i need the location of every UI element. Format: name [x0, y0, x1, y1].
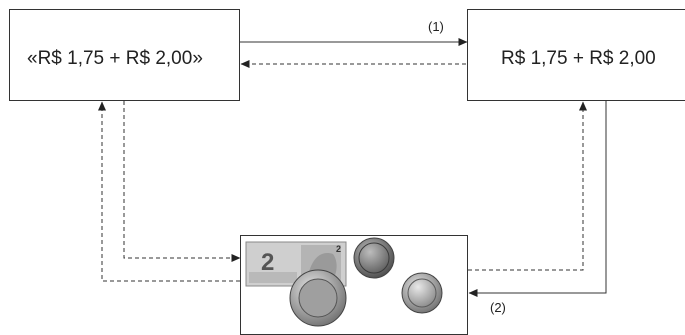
- quoted-expression-text: «R$ 1,75 + R$ 2,00»: [27, 48, 203, 69]
- money-box: 2 2: [240, 235, 468, 335]
- coin-50: [353, 237, 395, 279]
- arrows-layer: [98, 38, 607, 297]
- coin-25: [401, 272, 443, 314]
- quoted-expression-box: «R$ 1,75 + R$ 2,00»: [9, 9, 240, 101]
- expression-text: R$ 1,75 + R$ 2,00: [501, 48, 656, 69]
- arrow-2-solid: [468, 101, 607, 297]
- arrow-1-label: (1): [428, 19, 444, 34]
- arrow-dashed-money-to-right: [468, 101, 587, 271]
- arrow-dashed-money-to-left: [98, 101, 240, 282]
- diagram: «R$ 1,75 + R$ 2,00» R$ 1,75 + R$ 2,00: [9, 9, 685, 335]
- arrow-2-label: (2): [490, 300, 506, 315]
- banknote-denomination: 2: [261, 249, 274, 276]
- banknote-denomination-corner: 2: [336, 244, 341, 254]
- expression-box: R$ 1,75 + R$ 2,00: [467, 9, 685, 101]
- coin-1: [289, 269, 347, 327]
- money-illustration: 2 2: [245, 237, 443, 327]
- arrow-dashed-left-to-money: [123, 101, 241, 262]
